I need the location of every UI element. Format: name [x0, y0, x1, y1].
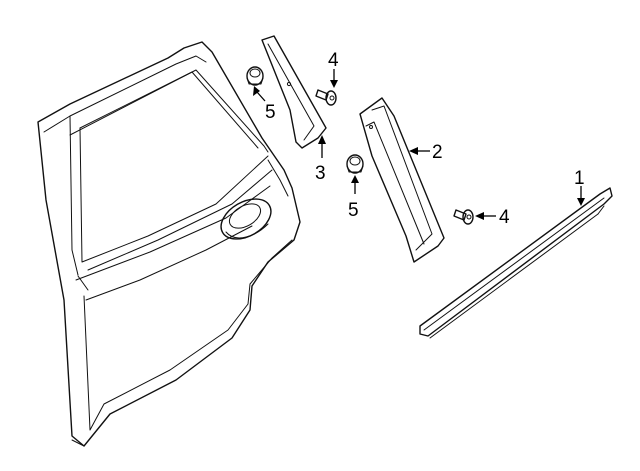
callout-label-2: 2: [432, 142, 443, 163]
nut-5-upper: [246, 66, 264, 86]
callout-label-4-upper: 4: [328, 50, 339, 71]
callout-1: 1: [574, 168, 585, 206]
callout-label-3: 3: [315, 163, 326, 184]
callout-4-lower: 4: [475, 207, 510, 228]
callout-4-upper: 4: [328, 50, 339, 88]
callout-label-5-upper: 5: [265, 102, 276, 123]
callout-label-4-lower: 4: [499, 207, 510, 228]
callout-5-upper: 5: [253, 86, 276, 123]
callout-5-lower: 5: [348, 175, 359, 221]
callout-3: 3: [315, 135, 326, 184]
bolt-4-upper: [315, 89, 337, 106]
callout-2: 2: [409, 142, 443, 163]
applique-part-3: [261, 35, 327, 149]
callout-label-5-lower: 5: [348, 200, 359, 221]
callout-label-1: 1: [574, 168, 585, 189]
applique-part-2: [359, 97, 445, 263]
door-handle: [220, 198, 272, 240]
bolt-4-lower: [453, 209, 474, 225]
belt-molding-part-1: [419, 187, 613, 339]
nut-5-lower: [346, 154, 364, 174]
rear-door: [37, 41, 301, 447]
